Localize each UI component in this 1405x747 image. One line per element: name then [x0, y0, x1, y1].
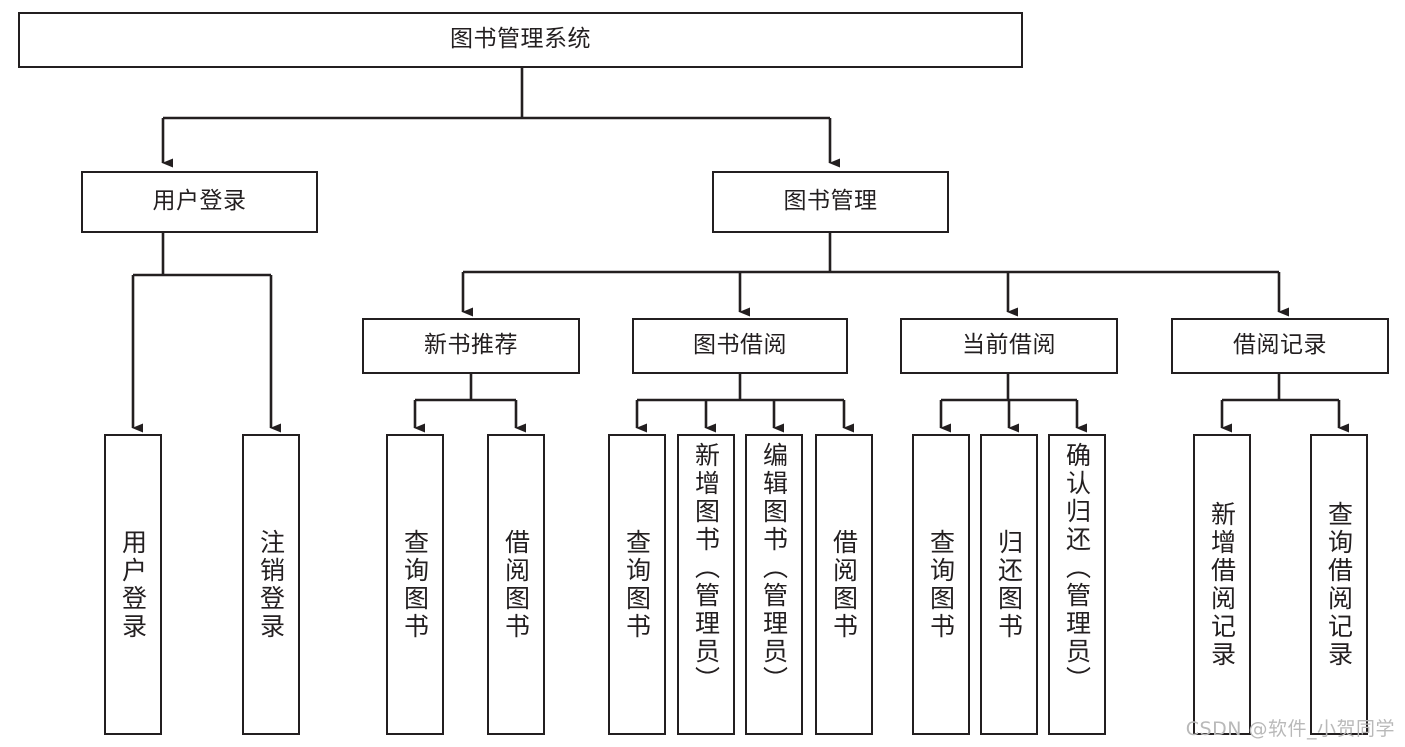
node-label: 图书管理系统: [450, 26, 591, 53]
leaf-confirm-return-admin[interactable]: 确认归还（管理员）: [1048, 434, 1106, 735]
node-borrow-records[interactable]: 借阅记录: [1171, 318, 1389, 374]
leaf-query-borrow-record[interactable]: 查询借阅记录: [1310, 434, 1368, 735]
leaf-query-books-newbook[interactable]: 查询图书: [386, 434, 444, 735]
leaf-logout[interactable]: 注销登录: [242, 434, 300, 735]
node-label: 归还图书: [994, 528, 1024, 641]
node-new-book-recommend[interactable]: 新书推荐: [362, 318, 580, 374]
node-book-borrow[interactable]: 图书借阅: [632, 318, 848, 374]
node-root-library-system[interactable]: 图书管理系统: [18, 12, 1023, 68]
node-label: 用户登录: [118, 528, 148, 641]
leaf-return-books[interactable]: 归还图书: [980, 434, 1038, 735]
node-label: 查询借阅记录: [1324, 500, 1354, 669]
node-label: 查询图书: [400, 528, 430, 641]
leaf-add-book-admin[interactable]: 新增图书（管理员）: [677, 434, 735, 735]
node-label: 借阅图书: [829, 528, 859, 641]
node-label: 当前借阅: [962, 332, 1056, 359]
node-label: 新增借阅记录: [1207, 500, 1237, 669]
node-label: 用户登录: [152, 188, 247, 215]
leaf-user-login[interactable]: 用户登录: [104, 434, 162, 735]
node-label: 借阅图书: [501, 528, 531, 641]
node-book-management[interactable]: 图书管理: [712, 171, 949, 233]
node-label: 确认归还（管理员）: [1062, 442, 1092, 694]
node-label: 新书推荐: [424, 332, 518, 359]
node-label: 查询图书: [622, 528, 652, 641]
leaf-add-borrow-record[interactable]: 新增借阅记录: [1193, 434, 1251, 735]
node-label: 图书借阅: [693, 332, 787, 359]
csdn-watermark: CSDN @软件_小贺同学: [1185, 718, 1395, 740]
leaf-edit-book-admin[interactable]: 编辑图书（管理员）: [745, 434, 803, 735]
node-current-borrow[interactable]: 当前借阅: [900, 318, 1118, 374]
node-user-login[interactable]: 用户登录: [81, 171, 318, 233]
node-label: 新增图书（管理员）: [691, 442, 721, 694]
leaf-borrow-books-borrow[interactable]: 借阅图书: [815, 434, 873, 735]
leaf-query-books-borrow[interactable]: 查询图书: [608, 434, 666, 735]
node-label: 借阅记录: [1233, 332, 1327, 359]
node-label: 查询图书: [926, 528, 956, 641]
leaf-borrow-books-newbook[interactable]: 借阅图书: [487, 434, 545, 735]
node-label: 注销登录: [256, 528, 286, 641]
leaf-query-books-current[interactable]: 查询图书: [912, 434, 970, 735]
node-label: 图书管理: [783, 188, 878, 215]
node-label: 编辑图书（管理员）: [759, 442, 789, 694]
